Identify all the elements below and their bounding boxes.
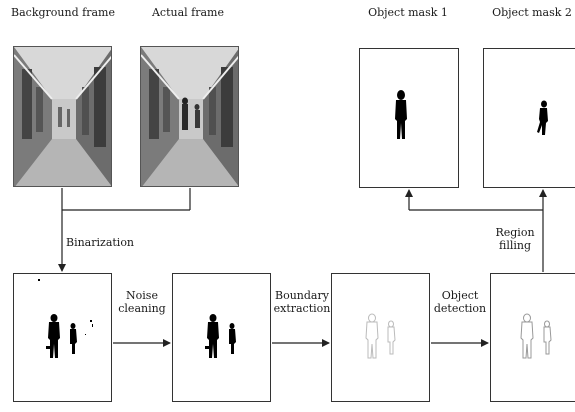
object-mask-1-label: Object mask 1 [368,6,448,19]
noise-cleaning-label-line2: cleaning [118,302,166,315]
boundary-extraction-label-line2: extraction [273,302,331,315]
object-mask-2-image [483,48,575,188]
object-detection-label: Object detection [432,289,488,315]
region-filling-label: Region filling [492,226,538,252]
binarized-image [13,273,112,402]
boundary-extraction-label-line1: Boundary [275,289,329,302]
boundary-extraction-label: Boundary extraction [273,289,331,315]
background-frame-label: Background frame [11,6,115,19]
region-filling-label-line2: filling [498,239,532,252]
object-mask-2-label: Object mask 2 [492,6,572,19]
noise-cleaning-label: Noise cleaning [116,289,168,315]
background-frame-image [13,46,112,187]
object-mask-1-image [359,48,459,188]
actual-frame-label: Actual frame [151,6,224,19]
noise-cleaned-image [172,273,271,402]
noise-cleaning-label-line1: Noise [126,289,158,302]
object-detection-label-line1: Object [441,289,479,302]
object-detection-label-line2: detection [433,302,487,315]
boundary-image [331,273,430,402]
actual-frame-image [140,46,239,187]
detected-objects-image [490,273,575,402]
binarization-label: Binarization [66,236,135,249]
region-filling-label-line1: Region [495,226,535,239]
